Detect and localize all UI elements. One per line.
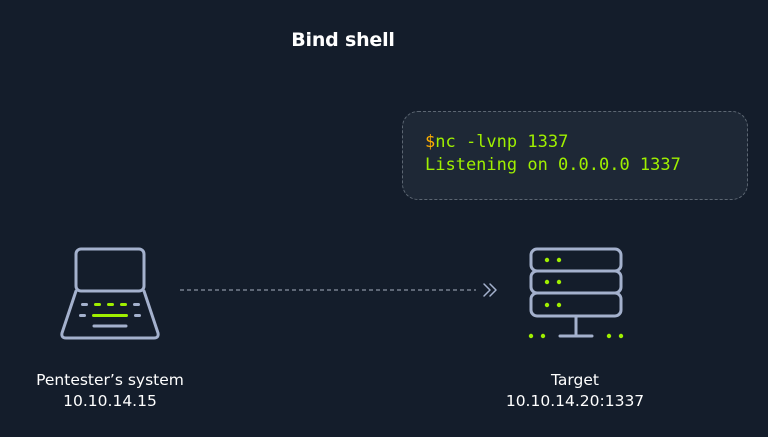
target-label: Target 10.10.14.20:1337 xyxy=(475,370,675,412)
terminal-command: nc -lvnp 1337 xyxy=(435,132,569,152)
terminal-prompt: $ xyxy=(425,132,436,152)
double-chevron-icon xyxy=(483,283,497,297)
laptop-icon xyxy=(60,247,160,340)
pentester-ip: 10.10.14.15 xyxy=(63,392,157,410)
pentester-name: Pentester’s system xyxy=(36,371,184,389)
laptop-keyboard-icon xyxy=(79,303,141,317)
pentester-label: Pentester’s system 10.10.14.15 xyxy=(10,370,210,412)
terminal-output: Listening on 0.0.0.0 1337 xyxy=(425,155,681,175)
target-name: Target xyxy=(551,371,599,389)
server-icon xyxy=(529,247,623,338)
diagram-title: Bind shell xyxy=(291,29,395,51)
terminal-command-line: $nc -lvnp 1337 xyxy=(425,131,747,154)
server-status-lights-icon xyxy=(528,257,624,339)
target-address: 10.10.14.20:1337 xyxy=(505,392,645,410)
